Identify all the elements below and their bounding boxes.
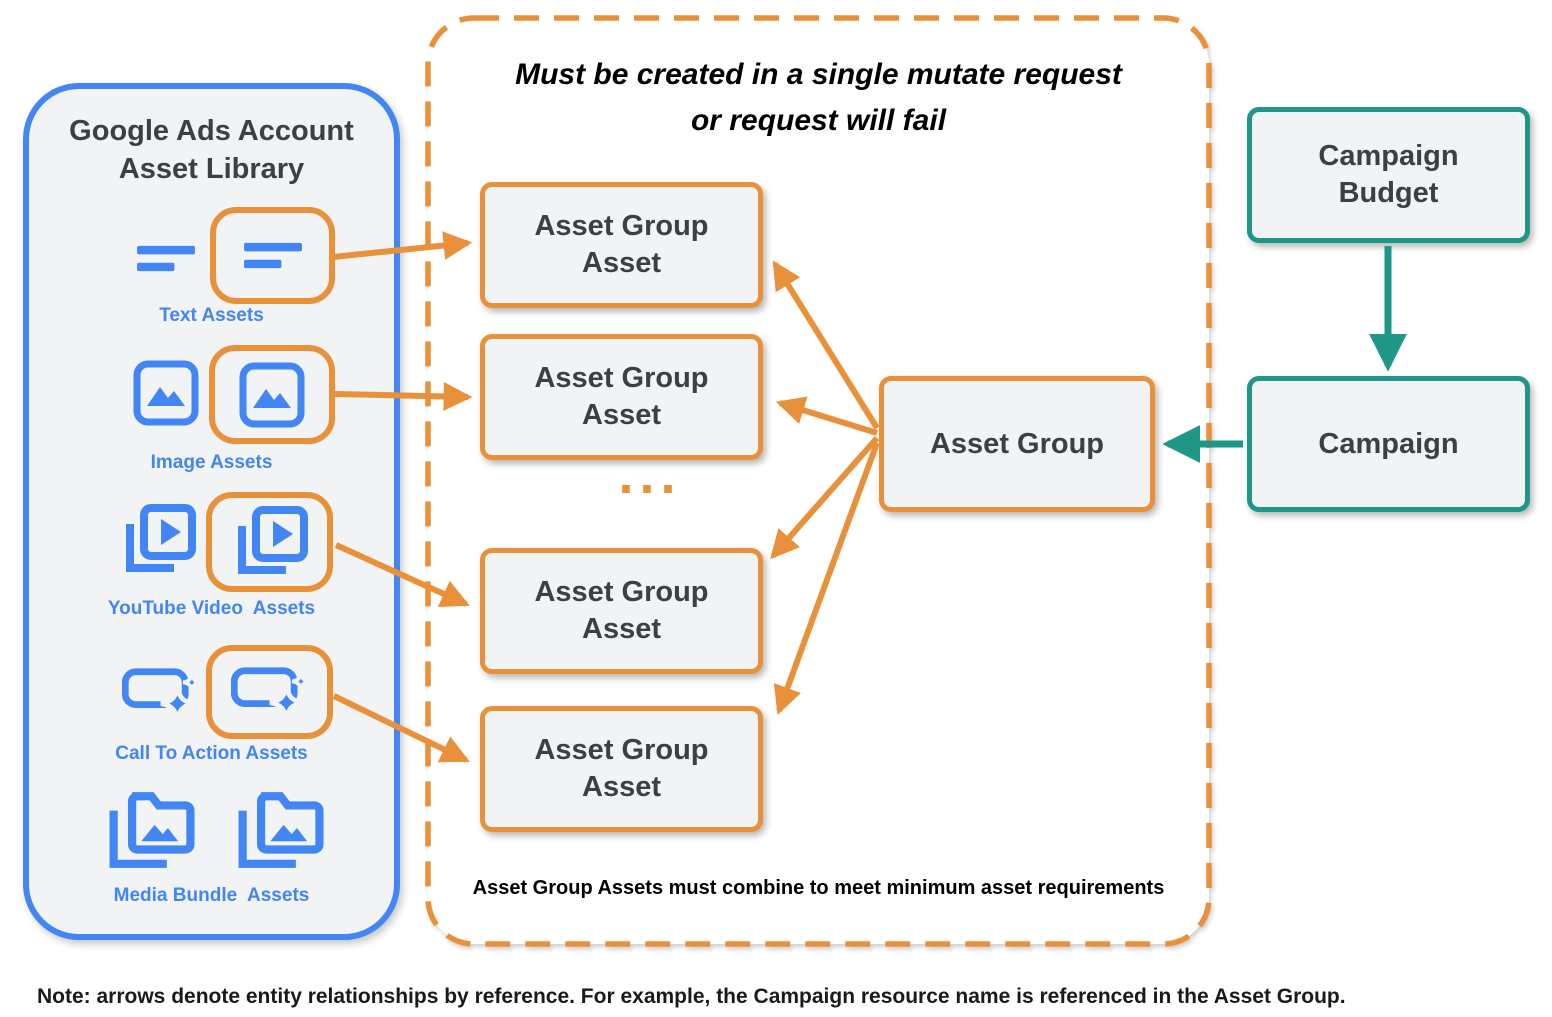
asset-requirements-note: Asset Group Assets must combine to meet … <box>472 877 1165 899</box>
asset-group-asset-label: Asset Group <box>534 576 709 608</box>
call-to-action-asset-icon <box>230 667 309 720</box>
media-bundle-asset-icon <box>238 792 324 868</box>
media-bundle-assets-label: Media Bundle Assets <box>113 885 310 906</box>
asset-library-title-line2: Asset Library <box>118 153 305 185</box>
asset-group-asset-node-4: Asset Group Asset <box>480 706 763 832</box>
asset-library-title: Google Ads Account Asset Library <box>29 112 394 188</box>
call-to-action-asset-highlight-box <box>206 645 333 739</box>
asset-group-asset-label: Asset Group <box>534 734 709 766</box>
asset-group-asset-node-1: Asset Group Asset <box>480 182 763 308</box>
asset-group-node: Asset Group <box>879 376 1155 512</box>
asset-library-panel: Google Ads Account Asset Library Text As… <box>23 83 400 940</box>
text-assets-label: Text Assets <box>159 305 264 326</box>
asset-group-label: Asset Group <box>929 427 1105 460</box>
asset-group-asset-label: Asset <box>582 247 661 279</box>
campaign-label: Campaign <box>1318 427 1459 460</box>
image-asset-icon <box>133 360 199 426</box>
campaign-budget-label: Budget <box>1338 177 1439 209</box>
reference-note: Note: arrows denote entity relationships… <box>37 985 1346 1008</box>
asset-group-asset-node-3: Asset Group Asset <box>480 548 763 674</box>
campaign-budget-label: Campaign <box>1318 140 1459 172</box>
text-asset-highlight-box <box>210 207 335 304</box>
text-asset-icon <box>243 242 302 268</box>
campaign-node: Campaign <box>1247 376 1530 512</box>
youtube-video-asset-icon <box>237 506 308 574</box>
asset-group-asset-label: Asset <box>582 399 661 431</box>
asset-group-asset-label: Asset Group <box>534 210 709 242</box>
mutate-request-title-line2: or request will fail <box>690 104 947 137</box>
image-assets-label: Image Assets <box>150 452 273 473</box>
mutate-request-title-line1: Must be created in a single mutate reque… <box>515 58 1122 91</box>
asset-group-asset-node-2: Asset Group Asset <box>480 334 763 460</box>
campaign-budget-node: Campaign Budget <box>1247 107 1530 243</box>
asset-group-asset-label: Asset <box>582 613 661 645</box>
text-asset-icon <box>137 245 195 272</box>
youtube-video-assets-label: YouTube Video Assets <box>107 598 316 619</box>
image-asset-highlight-box <box>209 345 335 444</box>
asset-group-asset-label: Asset Group <box>534 362 709 394</box>
asset-group-asset-label: Asset <box>582 771 661 803</box>
asset-library-title-line1: Google Ads Account <box>69 115 354 147</box>
mutate-request-title: Must be created in a single mutate reque… <box>425 52 1212 144</box>
media-bundle-asset-icon <box>109 792 195 868</box>
youtube-video-asset-icon <box>126 504 196 572</box>
image-asset-icon <box>239 362 305 427</box>
youtube-video-asset-highlight-box <box>206 492 333 592</box>
call-to-action-assets-label: Call To Action Assets <box>115 743 308 764</box>
call-to-action-asset-icon <box>122 668 200 721</box>
more-assets-ellipsis: ... <box>618 445 682 505</box>
